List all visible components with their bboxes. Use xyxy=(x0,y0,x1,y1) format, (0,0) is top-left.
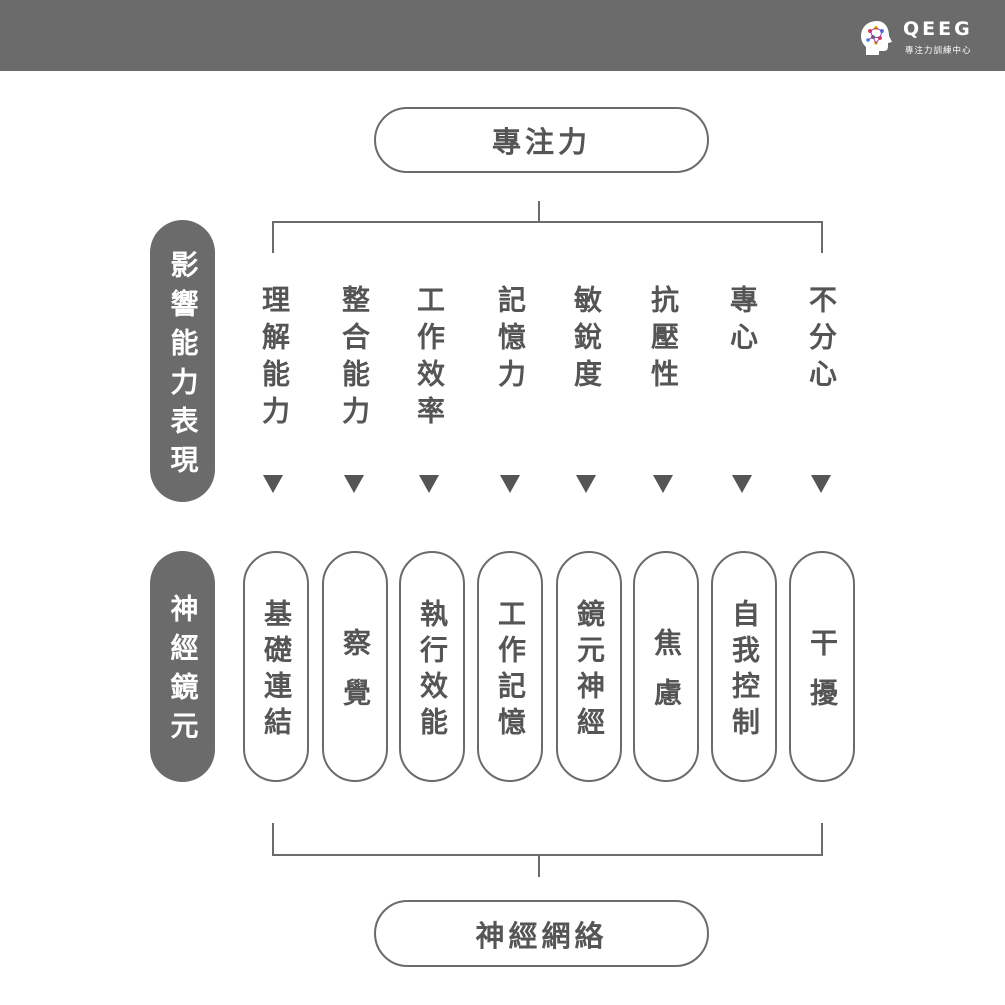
mirror-neuron-label: 鏡元神經 xyxy=(573,598,606,743)
mirror-neuron-item: 察覺 xyxy=(322,551,388,782)
header-bar: QEEG 專注力訓練中心 xyxy=(0,0,1005,71)
down-triangle-icon xyxy=(732,475,752,493)
ability-label: 敏銳度 xyxy=(570,285,603,396)
row-label-mirror-text: 神經鏡元 xyxy=(166,594,200,750)
mirror-neuron-label: 焦慮 xyxy=(650,627,683,728)
ability-label: 工作效率 xyxy=(413,285,446,433)
ability-item: 敏銳度 xyxy=(566,285,606,465)
ability-label: 記憶力 xyxy=(494,285,527,396)
ability-label: 抗壓性 xyxy=(647,285,680,396)
down-triangle-icon xyxy=(419,475,439,493)
down-triangle-icon xyxy=(576,475,596,493)
mirror-neuron-label: 自我控制 xyxy=(728,598,761,743)
ability-item: 整合能力 xyxy=(334,285,374,465)
brain-head-icon xyxy=(861,21,892,55)
mirror-neuron-item: 焦慮 xyxy=(633,551,699,782)
down-triangle-icon xyxy=(653,475,673,493)
mirror-neuron-label: 基礎連結 xyxy=(260,598,293,743)
ability-item: 不分心 xyxy=(801,285,841,465)
ability-item: 理解能力 xyxy=(254,285,294,465)
mirror-neuron-label: 工作記憶 xyxy=(494,598,527,743)
top-bracket-line xyxy=(272,221,823,253)
mirror-neuron-label: 執行效能 xyxy=(416,598,449,743)
ability-label: 整合能力 xyxy=(338,285,371,433)
mirror-neuron-item: 基礎連結 xyxy=(243,551,309,782)
mirror-neuron-item: 執行效能 xyxy=(399,551,465,782)
logo-subtitle: 專注力訓練中心 xyxy=(905,46,972,56)
mirror-neuron-item: 鏡元神經 xyxy=(556,551,622,782)
ability-label: 專心 xyxy=(726,285,759,359)
row-label-impact-text: 影響能力表現 xyxy=(166,249,200,484)
mirror-neuron-item: 干擾 xyxy=(789,551,855,782)
mirror-neuron-item: 工作記憶 xyxy=(477,551,543,782)
bottom-bracket-line xyxy=(272,823,823,856)
bottom-node-neural-network: 神經網絡 xyxy=(374,900,709,967)
down-triangle-icon xyxy=(811,475,831,493)
down-triangle-icon xyxy=(500,475,520,493)
qeeg-logo: QEEG 專注力訓練中心 xyxy=(859,17,983,61)
mirror-neuron-item: 自我控制 xyxy=(711,551,777,782)
down-triangle-icon xyxy=(344,475,364,493)
ability-item: 抗壓性 xyxy=(643,285,683,465)
down-triangle-icon xyxy=(263,475,283,493)
ability-label: 理解能力 xyxy=(258,285,291,433)
row-label-impact: 影響能力表現 xyxy=(150,220,215,502)
ability-item: 記憶力 xyxy=(490,285,530,465)
ability-label: 不分心 xyxy=(805,285,838,396)
top-node-focus: 專注力 xyxy=(374,107,709,173)
mirror-neuron-label: 干擾 xyxy=(806,627,839,728)
row-label-mirror: 神經鏡元 xyxy=(150,551,215,782)
ability-item: 專心 xyxy=(722,285,762,465)
mirror-neuron-label: 察覺 xyxy=(339,627,372,728)
ability-item: 工作效率 xyxy=(409,285,449,465)
logo-title: QEEG xyxy=(903,18,973,40)
